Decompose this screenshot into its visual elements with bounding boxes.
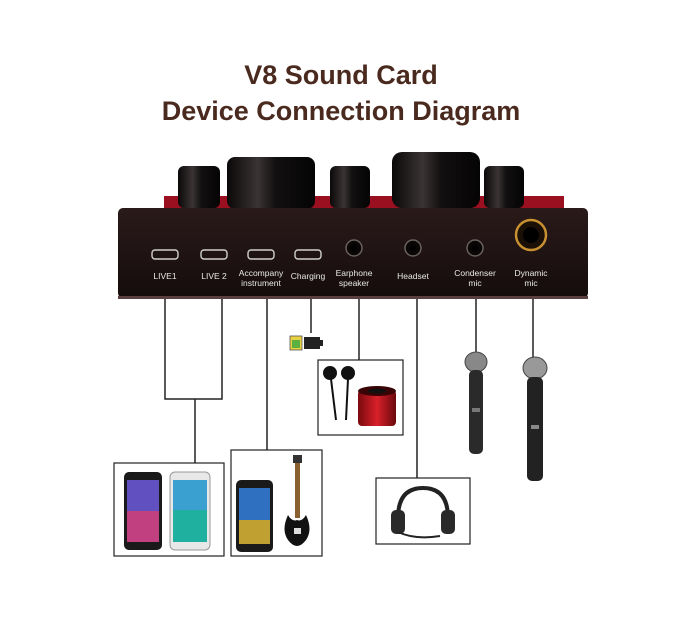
smartphone-icon xyxy=(236,480,273,552)
knob-icon xyxy=(178,166,220,208)
usb-port-icon xyxy=(151,249,179,260)
port-label-accompany-2: instrument xyxy=(241,278,281,288)
guitar-icon xyxy=(284,455,310,546)
connection-lines xyxy=(164,299,534,478)
smartphone-icon xyxy=(124,472,162,550)
port-labels: LIVE1 LIVE 2 Accompany instrument Chargi… xyxy=(153,268,548,288)
knob-icon xyxy=(330,166,370,208)
knob-icon xyxy=(227,157,315,209)
port-label-live1: LIVE1 xyxy=(153,271,176,281)
port-label-earphone: Earphone xyxy=(336,268,373,278)
port-label-accompany: Accompany xyxy=(239,268,284,278)
port-label-earphone-2: speaker xyxy=(339,278,369,288)
earphones-icon xyxy=(323,366,355,421)
diagram-title: V8 Sound Card xyxy=(244,60,438,90)
port-label-live2: LIVE 2 xyxy=(201,271,227,281)
port-label-dynamic-2: mic xyxy=(524,278,538,288)
knob-icon xyxy=(484,166,524,208)
port-label-headset: Headset xyxy=(397,271,429,281)
port-label-charging: Charging xyxy=(291,271,326,281)
knob-icon xyxy=(392,152,480,208)
port-sockets xyxy=(151,218,548,260)
microphone-icon xyxy=(522,356,548,481)
port-label-dynamic: Dynamic xyxy=(514,268,548,278)
smartphone-icon xyxy=(169,471,211,551)
usb-port-icon xyxy=(200,249,228,260)
device-knobs xyxy=(164,152,564,210)
microphone-icon xyxy=(464,351,488,454)
port-label-condenser-2: mic xyxy=(468,278,482,288)
diagram-subtitle: Device Connection Diagram xyxy=(161,96,521,126)
usb-port-icon xyxy=(294,249,322,260)
battery-icon xyxy=(289,335,323,351)
port-label-condenser: Condenser xyxy=(454,268,496,278)
bluetooth-speaker-icon xyxy=(358,386,396,426)
headset-icon xyxy=(391,485,455,539)
usb-port-icon xyxy=(247,249,275,260)
